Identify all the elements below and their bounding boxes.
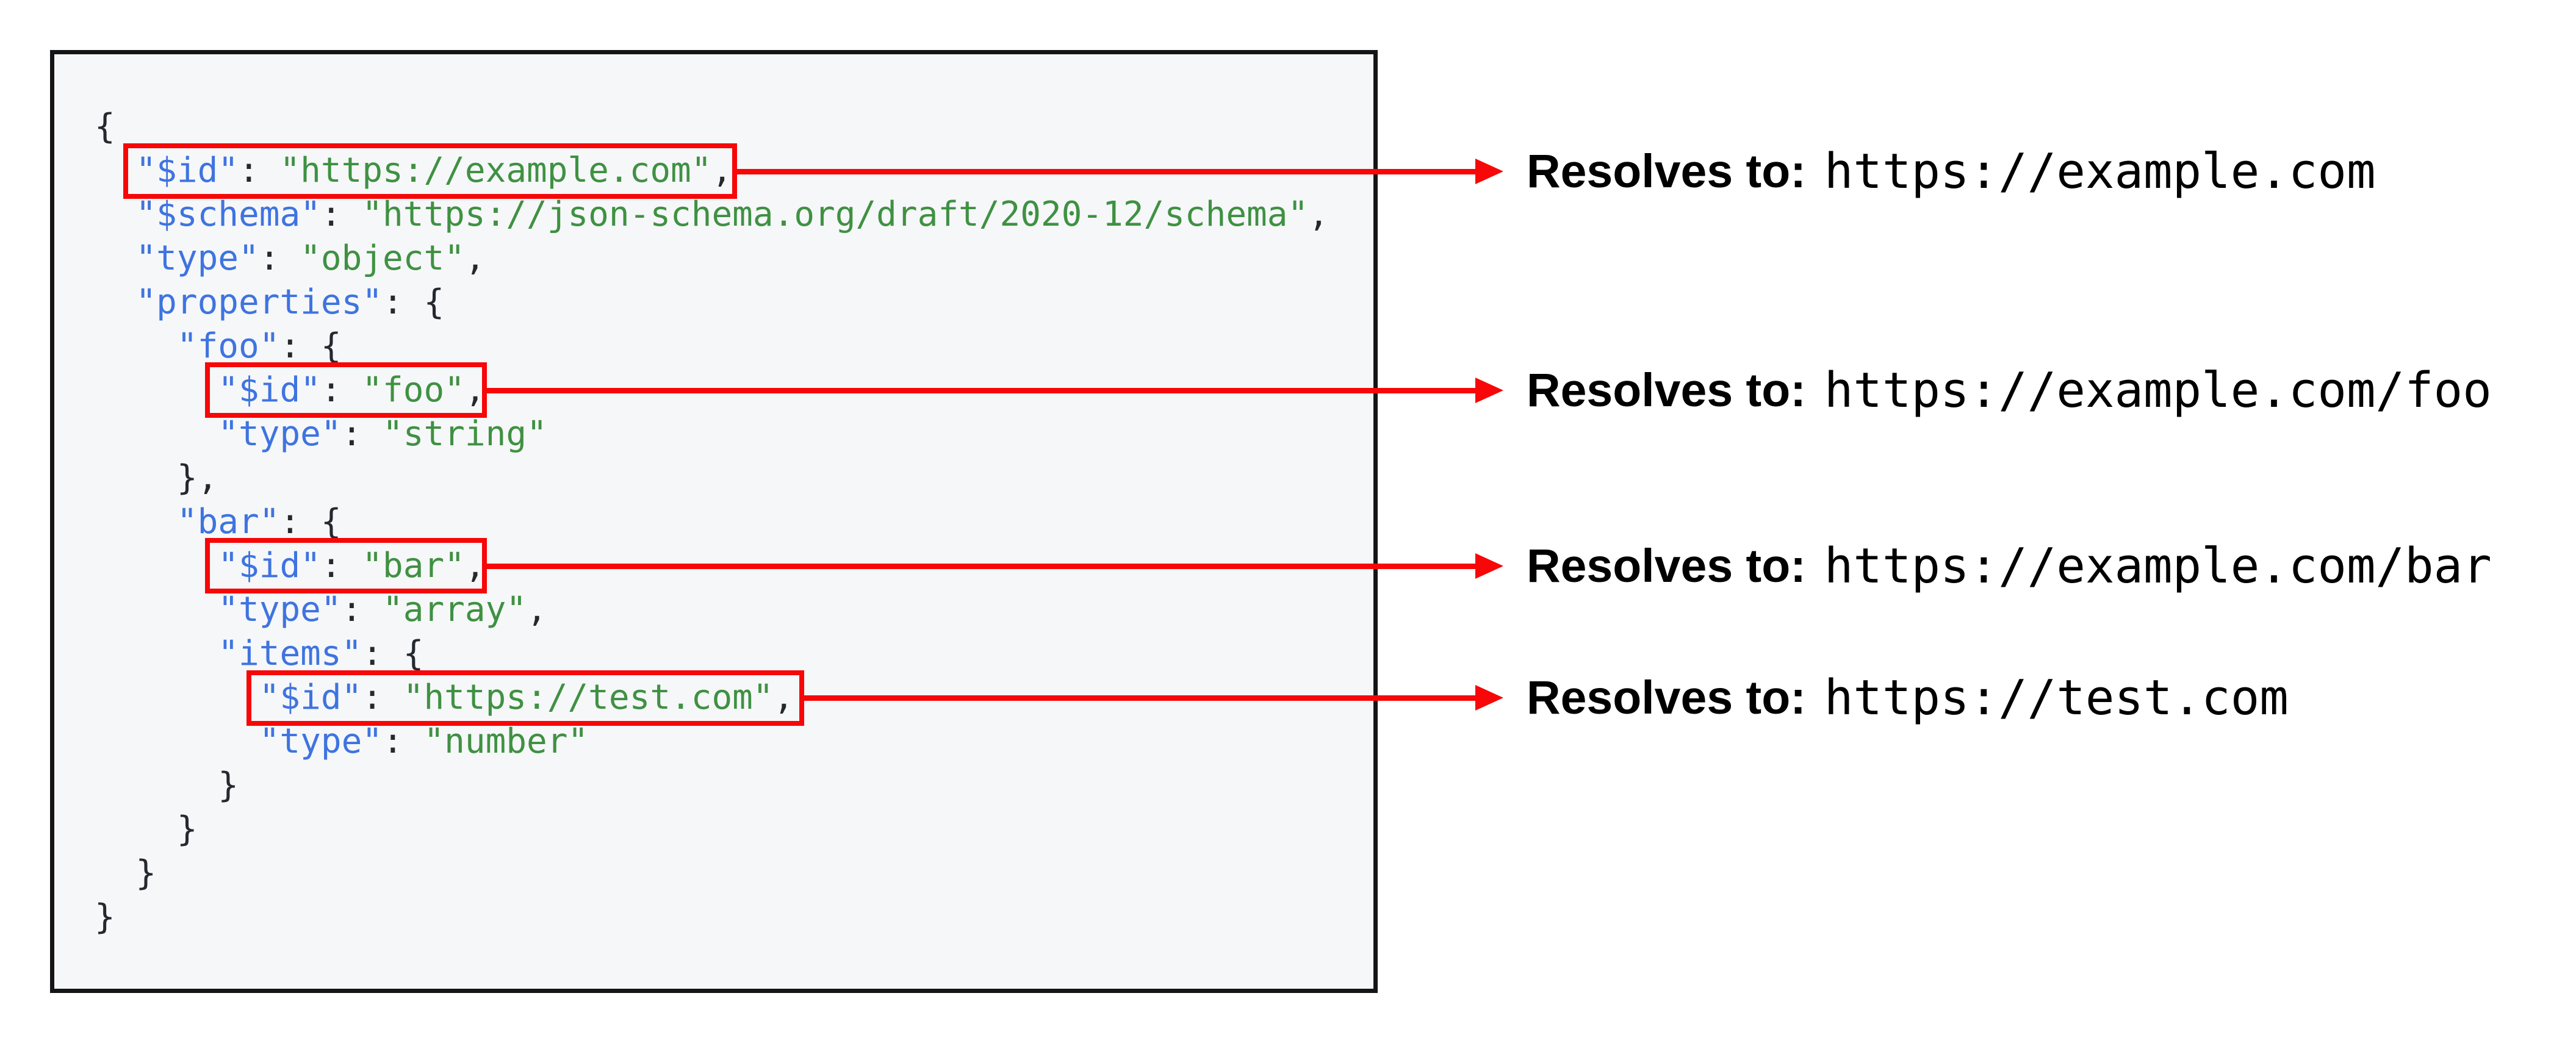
json-punctuation xyxy=(95,151,135,190)
code-line: "properties": { xyxy=(95,281,1355,324)
json-key: "items" xyxy=(218,634,362,673)
code-line: "bar": { xyxy=(95,500,1355,544)
code-line: "$schema": "https://json-schema.org/draf… xyxy=(95,193,1355,237)
json-punctuation xyxy=(95,678,259,717)
json-key: "type" xyxy=(218,590,342,629)
json-punctuation: : xyxy=(259,238,301,278)
code-line: "foo": { xyxy=(95,324,1355,368)
json-punctuation: { xyxy=(95,107,115,146)
code-line: } xyxy=(95,851,1355,895)
json-punctuation: }, xyxy=(95,458,218,498)
resolves-to-label: Resolves to: xyxy=(1527,145,1806,198)
json-punctuation: : xyxy=(383,722,424,761)
code-line: "type": "array", xyxy=(95,588,1355,632)
resolves-to-label: Resolves to: xyxy=(1527,539,1806,592)
json-punctuation: : xyxy=(341,590,383,629)
json-punctuation: } xyxy=(95,897,115,937)
json-key: "$id" xyxy=(259,678,362,717)
json-punctuation xyxy=(95,722,259,761)
json-string: "array" xyxy=(383,590,527,629)
annotation-bar: Resolves to: https://example.com/bar xyxy=(1527,536,2492,597)
code-line-id-4: "$id": "https://test.com", xyxy=(95,676,1355,720)
json-string: "string" xyxy=(383,414,547,454)
json-key: "properties" xyxy=(135,282,383,322)
arrow-right-icon xyxy=(1475,159,1503,184)
code-line: } xyxy=(95,808,1355,851)
json-punctuation: : { xyxy=(362,634,424,673)
code-line: }, xyxy=(95,456,1355,500)
json-punctuation: , xyxy=(527,590,547,629)
json-punctuation: : xyxy=(320,546,362,586)
json-key: "type" xyxy=(218,414,342,454)
json-punctuation: , xyxy=(464,238,486,278)
json-punctuation xyxy=(95,238,135,278)
json-key: "$id" xyxy=(218,370,321,410)
json-punctuation: : { xyxy=(279,326,342,366)
code-line-id-2: "$id": "foo", xyxy=(95,368,1355,412)
json-punctuation xyxy=(95,326,177,366)
json-key: "$id" xyxy=(218,546,321,586)
annotation-foo: Resolves to: https://example.com/foo xyxy=(1527,360,2492,421)
json-punctuation xyxy=(95,195,135,234)
arrow-right-icon xyxy=(1475,685,1503,711)
json-string: "https://json-schema.org/draft/2020-12/s… xyxy=(362,195,1309,234)
code-line: "items": { xyxy=(95,632,1355,676)
arrow-right-icon xyxy=(1475,378,1503,403)
code-panel: { "$id": "https://example.com", "$schema… xyxy=(50,50,1378,993)
json-string: "https://test.com" xyxy=(403,678,774,717)
code-line: } xyxy=(95,764,1355,808)
json-punctuation: : { xyxy=(383,282,445,322)
json-key: "bar" xyxy=(176,502,280,542)
resolved-url: https://test.com xyxy=(1824,670,2289,726)
json-string: "bar" xyxy=(362,546,465,586)
json-key: "$schema" xyxy=(135,195,321,234)
json-key: "type" xyxy=(259,722,383,761)
json-punctuation xyxy=(95,282,135,322)
json-key: "$id" xyxy=(135,151,239,190)
resolved-url: https://example.com/bar xyxy=(1824,538,2492,594)
json-punctuation: : xyxy=(341,414,383,454)
code-line-id-3: "$id": "bar", xyxy=(95,544,1355,588)
json-punctuation xyxy=(95,502,177,542)
code-line: { xyxy=(95,105,1355,149)
code-line: } xyxy=(95,895,1355,939)
json-punctuation: , xyxy=(711,151,733,190)
json-string: "https://example.com" xyxy=(279,151,712,190)
json-punctuation: : xyxy=(362,678,403,717)
resolves-to-label: Resolves to: xyxy=(1527,364,1806,417)
json-punctuation: : xyxy=(320,370,362,410)
json-punctuation: , xyxy=(464,546,486,586)
code-line: "type": "string" xyxy=(95,412,1355,456)
code-lines: { "$id": "https://example.com", "$schema… xyxy=(54,54,1373,989)
json-key: "type" xyxy=(135,238,259,278)
json-punctuation: : { xyxy=(279,502,342,542)
json-punctuation xyxy=(95,370,218,410)
annotation-test: Resolves to: https://test.com xyxy=(1527,667,2289,728)
json-punctuation: , xyxy=(773,678,794,717)
json-punctuation: } xyxy=(95,853,157,893)
json-punctuation xyxy=(95,590,218,629)
json-string: "foo" xyxy=(362,370,465,410)
json-punctuation: } xyxy=(95,765,239,805)
json-punctuation: , xyxy=(464,370,486,410)
resolved-url: https://example.com xyxy=(1824,143,2376,199)
arrow-right-icon xyxy=(1475,553,1503,579)
code-line: "type": "number" xyxy=(95,720,1355,764)
json-punctuation xyxy=(95,634,218,673)
resolves-to-label: Resolves to: xyxy=(1527,671,1806,724)
json-punctuation xyxy=(95,546,218,586)
json-punctuation: : xyxy=(320,195,362,234)
json-punctuation: } xyxy=(95,809,198,849)
annotation-root: Resolves to: https://example.com xyxy=(1527,141,2376,202)
json-punctuation: , xyxy=(1308,195,1329,234)
json-punctuation xyxy=(95,414,218,454)
json-key: "foo" xyxy=(176,326,280,366)
json-punctuation: : xyxy=(239,151,280,190)
resolved-url: https://example.com/foo xyxy=(1824,362,2492,418)
json-string: "number" xyxy=(423,722,589,761)
json-string: "object" xyxy=(300,238,465,278)
code-line: "type": "object", xyxy=(95,237,1355,281)
code-line-id-1: "$id": "https://example.com", xyxy=(95,149,1355,193)
